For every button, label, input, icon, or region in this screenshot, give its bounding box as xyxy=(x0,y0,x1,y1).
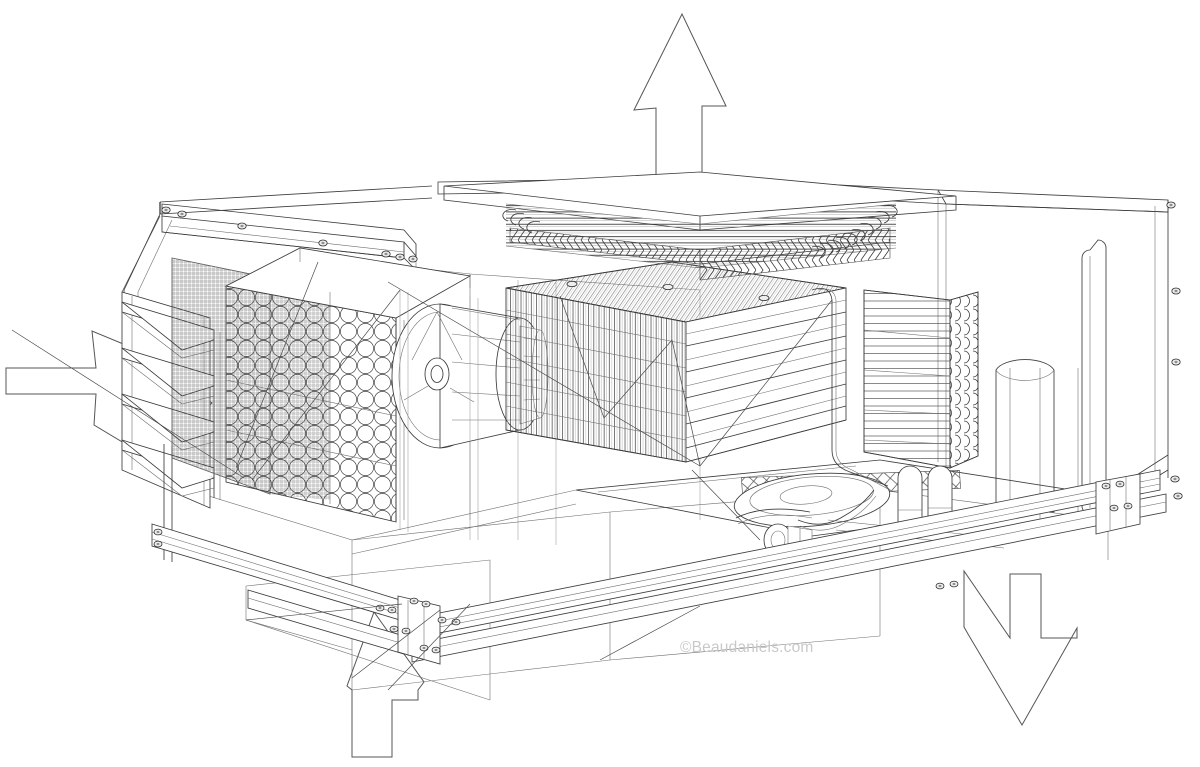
supply-air-arrow xyxy=(963,569,1078,726)
leader-lines xyxy=(11,215,833,691)
coil-fasteners xyxy=(566,280,770,301)
condenser-coil-serpentine xyxy=(443,171,957,281)
access-panel-door xyxy=(995,239,1107,515)
evaporator-coil-block xyxy=(505,261,847,463)
copyright-watermark: ©Beaudaniels.com xyxy=(680,639,814,656)
base-rail-frame xyxy=(151,469,1167,665)
condenser-coil-right xyxy=(863,289,979,469)
refrigerant-tanks xyxy=(897,465,953,525)
fin-stock-zigzag xyxy=(509,227,891,281)
fastener-group xyxy=(153,201,1183,654)
return-air-arrow xyxy=(346,610,425,758)
